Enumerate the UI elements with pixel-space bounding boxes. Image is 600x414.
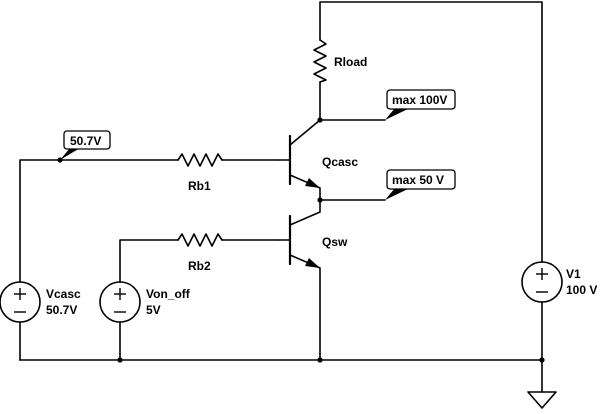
wires bbox=[19, 1, 543, 393]
von-off-value: 5V bbox=[146, 303, 161, 317]
vcasc-label: Vcasc bbox=[46, 287, 81, 301]
rb2-zigzag bbox=[177, 233, 223, 247]
junction-bottom-qsw bbox=[317, 357, 323, 363]
net-tag-vcasc-text: 50.7V bbox=[70, 134, 101, 148]
net-tag-vcasc-pointer bbox=[60, 148, 80, 160]
qsw-emitter-arrow bbox=[305, 258, 320, 268]
rb2-resistor: Rb2 bbox=[177, 233, 223, 273]
ground-icon bbox=[527, 391, 557, 409]
rload-resistor: Rload bbox=[313, 39, 367, 83]
junction-mid bbox=[317, 197, 323, 203]
qcasc-transistor: Qcasc bbox=[277, 134, 358, 188]
wire-qcasc-emitter bbox=[289, 174, 321, 201]
wire-qcasc-collector bbox=[289, 119, 321, 146]
qsw-transistor: Qsw bbox=[277, 214, 348, 268]
qsw-label: Qsw bbox=[322, 235, 348, 249]
rb2-label: Rb2 bbox=[188, 259, 211, 273]
ground-triangle bbox=[527, 391, 557, 409]
vcasc-circle bbox=[0, 281, 41, 323]
rload-label: Rload bbox=[334, 55, 367, 69]
junction-collector bbox=[317, 117, 323, 123]
net-tag-collector-text: max 100V bbox=[392, 93, 447, 107]
junction-bottom-v1 bbox=[539, 357, 545, 363]
net-tag-collector-box bbox=[386, 89, 456, 110]
net-tag-vcasc: 50.7V bbox=[60, 130, 111, 160]
wire-qsw-collector bbox=[289, 199, 321, 226]
v1-label: V1 bbox=[566, 267, 581, 281]
qcasc-emitter-arrow bbox=[305, 178, 320, 188]
net-tag-mid: max 50 V bbox=[385, 169, 456, 200]
von-off-source: Von_off 5V bbox=[99, 281, 191, 323]
wire-vcasc-left bbox=[19, 159, 61, 283]
vcasc-source: Vcasc 50.7V bbox=[0, 281, 81, 323]
wire-top-rail bbox=[319, 1, 543, 263]
v1-source: V1 100 V bbox=[521, 261, 597, 303]
v1-circle bbox=[521, 261, 563, 303]
net-tag-vcasc-box bbox=[63, 130, 111, 150]
vcasc-value: 50.7V bbox=[46, 303, 77, 317]
rb1-label: Rb1 bbox=[188, 179, 211, 193]
wire-vonoff-top bbox=[119, 239, 179, 283]
net-tag-mid-text: max 50 V bbox=[392, 173, 444, 187]
von-off-label: Von_off bbox=[146, 287, 191, 301]
von-off-circle bbox=[99, 281, 141, 323]
rb1-zigzag bbox=[177, 153, 223, 167]
net-tag-collector-pointer bbox=[385, 108, 410, 120]
junction-bottom-vonoff bbox=[117, 357, 123, 363]
net-tag-mid-pointer bbox=[385, 188, 410, 200]
v1-value: 100 V bbox=[566, 283, 597, 297]
net-tag-mid-box bbox=[386, 169, 456, 190]
qcasc-label: Qcasc bbox=[322, 155, 358, 169]
net-tag-collector: max 100V bbox=[385, 89, 456, 120]
wire-qsw-emitter bbox=[289, 254, 321, 361]
rload-zigzag bbox=[313, 39, 327, 83]
rb1-resistor: Rb1 bbox=[177, 153, 223, 193]
